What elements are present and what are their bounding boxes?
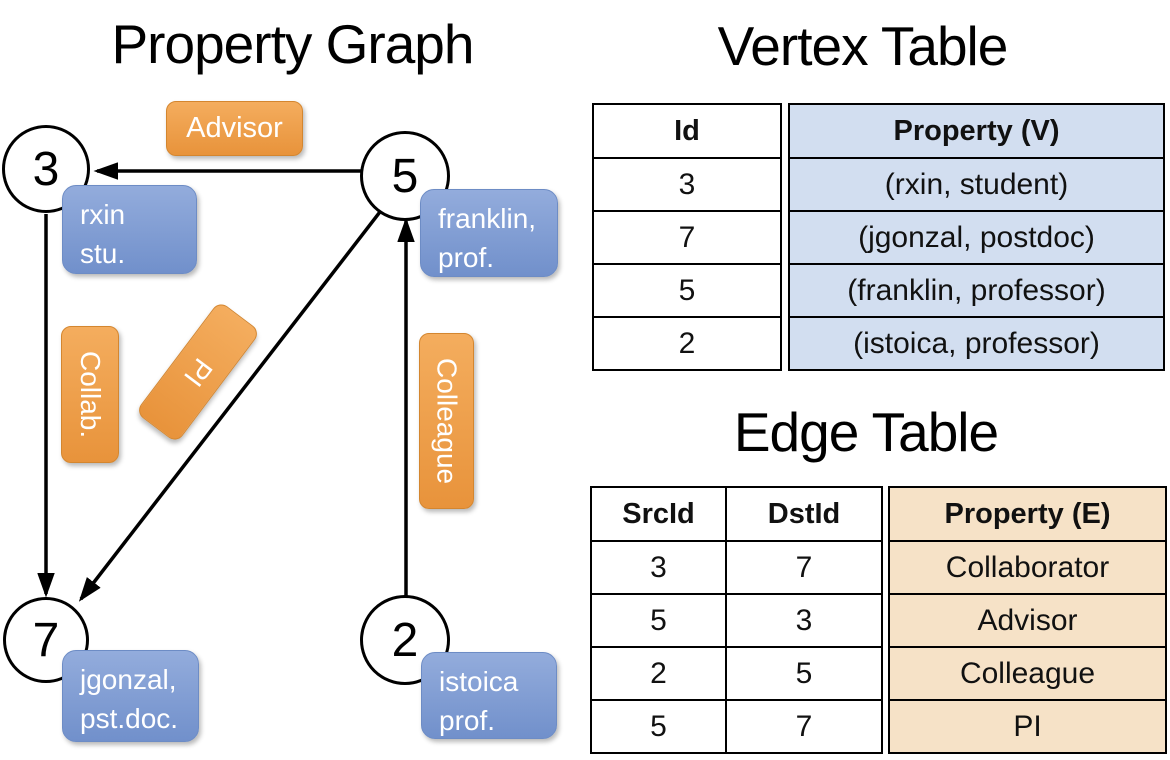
node-id: 3	[32, 142, 60, 196]
label-line: pst.doc.	[80, 703, 179, 735]
table-cell: 7	[725, 701, 881, 752]
table-row: 5 7	[592, 699, 881, 752]
table-cell: 3	[650, 550, 667, 584]
graph-edges	[37, 162, 415, 602]
edge-5-to-7	[78, 206, 385, 602]
table-cell: 2	[594, 316, 780, 369]
table-cell: 5	[725, 648, 881, 699]
table-cell: 3	[725, 595, 881, 646]
table-cell: 5	[650, 603, 667, 637]
node-id: 7	[32, 613, 60, 667]
node-id: 2	[391, 613, 419, 667]
vertex-table-header-id: Id	[674, 114, 700, 147]
table-row: 3 7	[592, 540, 881, 593]
table-cell: Colleague	[890, 646, 1165, 699]
table-cell: 7	[594, 210, 780, 263]
edge-table-title: Edge Table	[733, 401, 999, 463]
table-row: 5 3	[592, 593, 881, 646]
edge-label-collab: Collab.	[61, 326, 119, 463]
edge-table-property-column: Property (E) Collaborator Advisor Collea…	[888, 486, 1167, 754]
node-circle-5: 5	[360, 131, 450, 221]
vertex-table-title: Vertex Table	[717, 15, 1009, 77]
table-row: 2 5	[592, 646, 881, 699]
label-line: franklin,	[438, 203, 537, 234]
edge-table-id-columns: SrcId DstId 3 7 5 3 2 5 5 7	[590, 486, 883, 754]
table-cell: 7	[725, 542, 881, 593]
label-line: istoica	[439, 666, 519, 697]
label-line: prof.	[439, 705, 496, 737]
table-cell: Advisor	[890, 593, 1165, 646]
table-cell: PI	[890, 699, 1165, 752]
label-line: prof.	[438, 242, 495, 274]
edge-table-header-dstid: DstId	[725, 488, 881, 540]
label-line: stu.	[80, 238, 126, 270]
vertex-label-rxin: rxin stu.	[62, 185, 197, 274]
edge-table-header-row: SrcId DstId	[592, 488, 881, 540]
edge-table-header-property: Property (E)	[890, 488, 1165, 540]
table-cell: 5	[594, 263, 780, 316]
edge-table-header-srcid: SrcId	[622, 497, 695, 530]
vertex-label-istoica: istoica prof.	[421, 652, 557, 739]
property-graph-title: Property Graph	[111, 13, 474, 75]
vertex-table-property-column: Property (V) (rxin, student) (jgonzal, p…	[788, 103, 1165, 371]
node-id: 5	[391, 149, 419, 203]
vertex-label-franklin: franklin, prof.	[420, 189, 558, 277]
table-cell: (franklin, professor)	[790, 263, 1163, 316]
edge-label-colleague: Colleague	[419, 333, 474, 509]
label-line: rxin	[80, 199, 126, 230]
table-cell: (jgonzal, postdoc)	[790, 210, 1163, 263]
label-line: jgonzal,	[80, 664, 177, 695]
table-cell: Collaborator	[890, 540, 1165, 593]
table-cell: 5	[650, 709, 667, 743]
table-cell: 3	[594, 157, 780, 210]
edge-label-advisor: Advisor	[166, 101, 303, 156]
table-cell: 2	[650, 656, 667, 690]
table-cell: (istoica, professor)	[790, 316, 1163, 369]
vertex-label-jgonzal: jgonzal, pst.doc.	[62, 650, 199, 742]
vertex-table-id-column: Id 3 7 5 2	[592, 103, 782, 371]
vertex-table-header-property: Property (V)	[790, 105, 1163, 157]
table-cell: (rxin, student)	[790, 157, 1163, 210]
node-circle-2: 2	[360, 595, 450, 685]
